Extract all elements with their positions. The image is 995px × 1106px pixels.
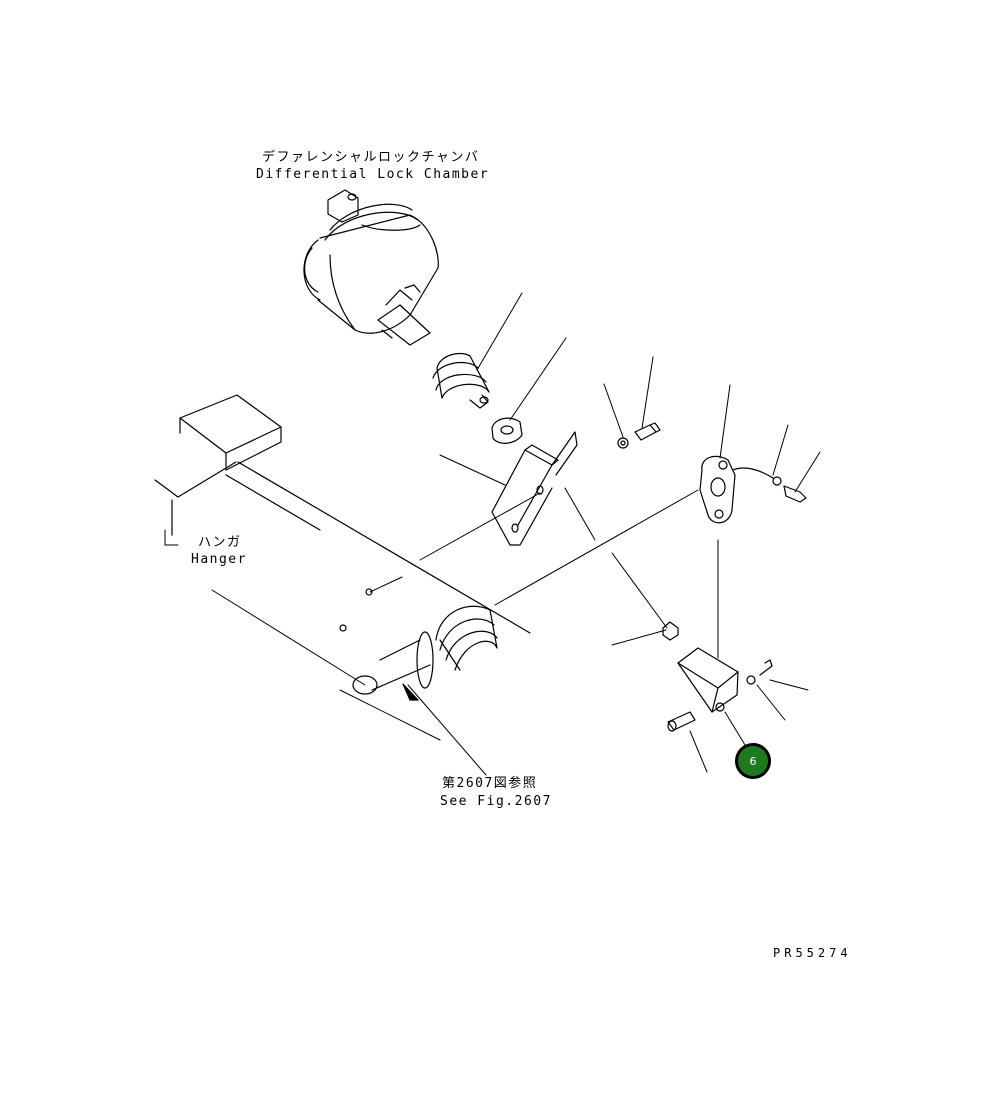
see-fig-label-en: See Fig.2607 <box>440 794 552 809</box>
chamber-label-jp: デファレンシャルロックチャンバ <box>262 150 480 165</box>
block-part-6 <box>677 647 739 713</box>
hanger-label-jp: ハンガ <box>198 535 242 550</box>
see-fig-arrow <box>402 683 419 701</box>
drawing-number: PR55274 <box>773 946 852 960</box>
differential-lock-chamber <box>303 189 439 346</box>
washer-and-bolt <box>617 422 661 449</box>
lever-arm <box>699 455 807 524</box>
part-callout-6[interactable]: 6 <box>735 743 771 779</box>
bellows-boot <box>432 352 490 409</box>
lock-nut <box>662 621 679 641</box>
shaft-end-assembly <box>339 588 498 701</box>
clevis <box>491 417 523 444</box>
hanger-label-en: Hanger <box>191 552 247 567</box>
hanger-leader <box>164 529 184 546</box>
see-fig-label-jp: 第2607図参照 <box>442 776 538 791</box>
pedal <box>154 394 282 498</box>
chamber-label-en: Differential Lock Chamber <box>256 167 490 182</box>
mounting-bracket <box>491 431 578 546</box>
leader-lines <box>211 292 821 776</box>
washer-and-cotter-pin <box>746 659 773 685</box>
block-bolt <box>667 711 696 732</box>
cross-shaft <box>171 461 531 634</box>
